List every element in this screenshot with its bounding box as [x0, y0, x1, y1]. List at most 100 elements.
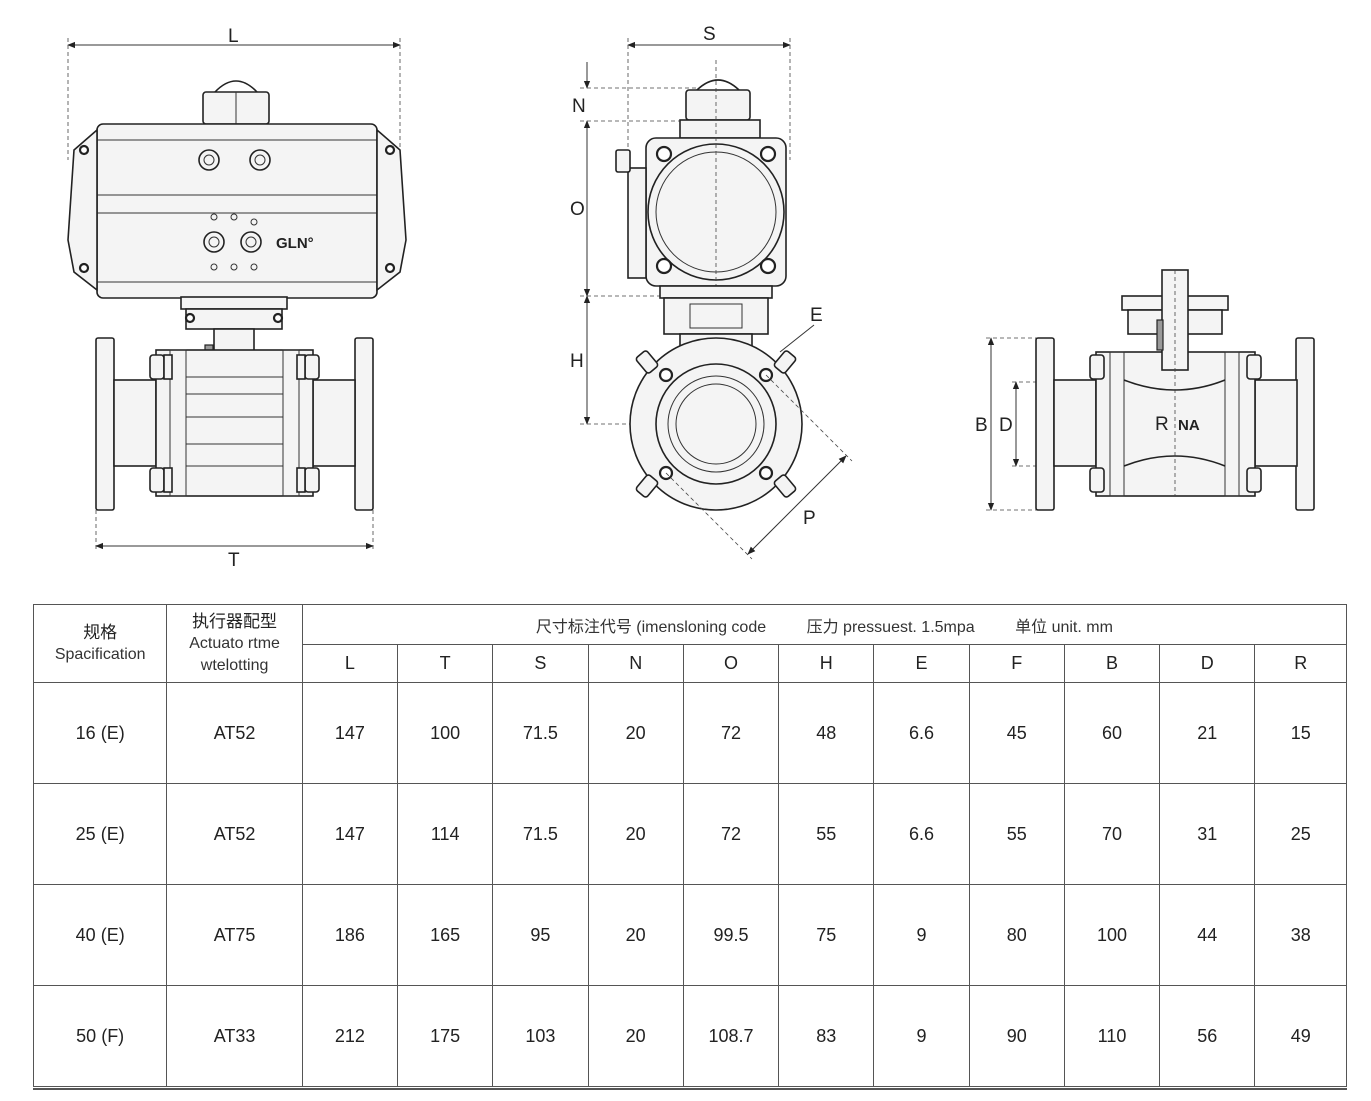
- actuator-cell: AT33: [166, 985, 303, 1087]
- value-cell: 165: [397, 884, 494, 986]
- value-cell: 175: [397, 985, 494, 1087]
- side-view: S N O H: [570, 24, 853, 560]
- col-header: E: [873, 644, 970, 683]
- value-cell: 55: [778, 783, 875, 885]
- value-cell: 20: [587, 682, 684, 784]
- value-cell: 44: [1159, 884, 1256, 986]
- value-cell: 25: [1254, 783, 1347, 885]
- spec-cell: 40 (E): [32, 884, 168, 986]
- value-cell: 60: [1063, 682, 1161, 784]
- body-mark: NA: [1178, 417, 1200, 434]
- actuator-header-cn: 执行器配型: [192, 611, 278, 631]
- value-cell: 55: [968, 783, 1065, 885]
- value-cell: 100: [1063, 884, 1161, 986]
- actuator-cell: AT75: [166, 884, 303, 986]
- col-header: H: [778, 644, 875, 683]
- value-cell: 147: [301, 682, 399, 784]
- col-header: B: [1063, 644, 1161, 683]
- value-cell: 6.6: [873, 682, 970, 784]
- col-header: S: [492, 644, 589, 683]
- value-cell: 99.5: [682, 884, 780, 986]
- value-cell: 90: [968, 985, 1065, 1087]
- value-cell: 114: [397, 783, 494, 885]
- value-cell: 186: [301, 884, 399, 986]
- actuator-cell: AT52: [166, 783, 303, 885]
- table-row: 16 (E) AT52 147 100 71.5 20 72 48 6.6 45…: [32, 682, 1347, 784]
- spec-table: 规格 Spacification 执行器配型 Actuato rtme wtel…: [32, 604, 1348, 1087]
- value-cell: 21: [1159, 682, 1256, 784]
- actuator-logo: GLN°: [276, 235, 314, 252]
- dim-label-R: R: [1155, 414, 1169, 435]
- dim-label-T: T: [228, 550, 240, 571]
- actuator-body: [96, 123, 378, 299]
- value-cell: 20: [587, 884, 684, 986]
- value-cell: 80: [968, 884, 1065, 986]
- value-cell: 49: [1254, 985, 1347, 1087]
- value-cell: 212: [301, 985, 399, 1087]
- value-cell: 20: [587, 985, 684, 1087]
- spec-header-en: Spacification: [54, 645, 146, 663]
- table-row: 50 (F) AT33 212 175 103 20 108.7 83 9 90…: [32, 985, 1347, 1087]
- dim-label-H: H: [570, 351, 584, 372]
- spec-cell: 25 (E): [32, 783, 168, 885]
- col-header: D: [1159, 644, 1256, 683]
- value-cell: 38: [1254, 884, 1347, 986]
- value-cell: 71.5: [492, 682, 589, 784]
- value-cell: 9: [873, 985, 970, 1087]
- front-view: L GLN°: [67, 26, 407, 571]
- dim-label-B: B: [975, 415, 988, 436]
- dim-label-D: D: [999, 415, 1013, 436]
- section-view: B D R NA: [975, 269, 1315, 511]
- dim-label-S: S: [703, 24, 716, 45]
- value-cell: 45: [968, 682, 1065, 784]
- col-header: N: [587, 644, 684, 683]
- value-cell: 48: [778, 682, 875, 784]
- bottom-rule: [33, 1088, 1347, 1090]
- dimension-header: 尺寸标注代号 (imensloning code 压力 pressuest. 1…: [301, 604, 1348, 645]
- value-cell: 103: [492, 985, 589, 1087]
- col-header: F: [968, 644, 1065, 683]
- value-cell: 71.5: [492, 783, 589, 885]
- value-cell: 20: [587, 783, 684, 885]
- dim-P-line: [747, 455, 847, 555]
- value-cell: 83: [778, 985, 875, 1087]
- value-cell: 6.6: [873, 783, 970, 885]
- value-cell: 31: [1159, 783, 1256, 885]
- valve-drawings: L GLN°: [67, 24, 1315, 571]
- unit-label: 单位 unit. mm: [1015, 618, 1113, 636]
- dim-label-P: P: [803, 508, 816, 529]
- col-header: T: [397, 644, 494, 683]
- value-cell: 72: [682, 682, 780, 784]
- value-cell: 70: [1063, 783, 1161, 885]
- value-cell: 9: [873, 884, 970, 986]
- dim-label-L: L: [228, 26, 239, 47]
- value-cell: 75: [778, 884, 875, 986]
- dim-label-N: N: [572, 96, 586, 117]
- dimension-code-label: 尺寸标注代号 (imensloning code: [535, 618, 767, 636]
- spec-cell: 50 (F): [32, 985, 168, 1087]
- actuator-header-en2: wtelotting: [200, 656, 269, 674]
- value-cell: 72: [682, 783, 780, 885]
- actuator-header-en1: Actuato rtme: [189, 634, 280, 652]
- value-cell: 108.7: [682, 985, 780, 1087]
- value-cell: 15: [1254, 682, 1347, 784]
- table-row: 25 (E) AT52 147 114 71.5 20 72 55 6.6 55…: [32, 783, 1347, 885]
- value-cell: 56: [1159, 985, 1256, 1087]
- dim-label-E: E: [810, 305, 823, 326]
- valve-body: [155, 349, 314, 497]
- col-header: O: [682, 644, 780, 683]
- col-header: L: [301, 644, 399, 683]
- spec-cell: 16 (E): [32, 682, 168, 784]
- spec-header: 规格 Spacification: [32, 604, 168, 683]
- value-cell: 110: [1063, 985, 1161, 1087]
- spec-header-cn: 规格: [83, 622, 118, 642]
- col-header: R: [1254, 644, 1347, 683]
- value-cell: 147: [301, 783, 399, 885]
- value-cell: 100: [397, 682, 494, 784]
- actuator-header: 执行器配型 Actuato rtme wtelotting: [166, 604, 303, 683]
- actuator-cell: AT52: [166, 682, 303, 784]
- table-row: 40 (E) AT75 186 165 95 20 99.5 75 9 80 1…: [32, 884, 1347, 986]
- pressure-label: 压力 pressuest. 1.5mpa: [806, 618, 975, 636]
- value-cell: 95: [492, 884, 589, 986]
- dim-label-O: O: [570, 199, 585, 220]
